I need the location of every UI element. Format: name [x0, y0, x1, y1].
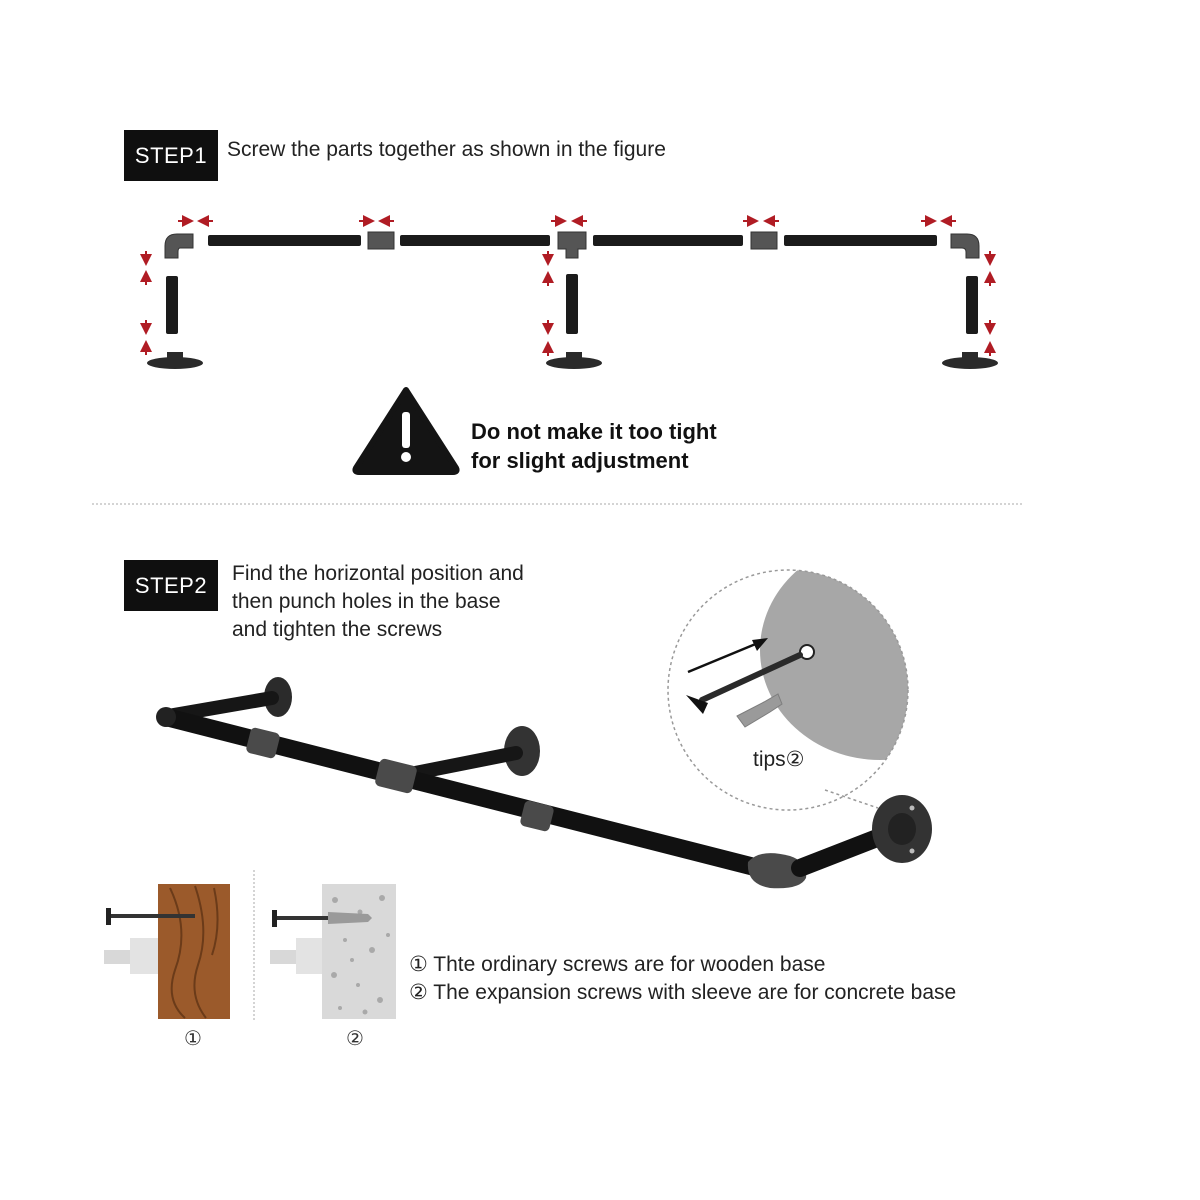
- tips-label: tips②: [753, 748, 805, 771]
- step2-instruction-line1: Find the horizontal position and: [232, 562, 524, 585]
- tee-fitting: [557, 231, 587, 259]
- horizontal-pipe-row: [164, 231, 980, 259]
- flange-middle: [546, 357, 602, 369]
- pipe-4: [784, 235, 937, 246]
- rack-tee: [375, 758, 417, 794]
- left-elbow: [164, 233, 194, 259]
- pipe-1: [208, 235, 361, 246]
- wood-block: [158, 884, 230, 1019]
- note-concrete-base: ② The expansion screws with sleeve are f…: [409, 981, 957, 1004]
- concrete-block: [322, 884, 396, 1019]
- warning-line2: for slight adjustment: [471, 448, 689, 473]
- wood-base-illustration: [104, 884, 230, 1019]
- rack-pipes: [156, 677, 932, 889]
- anchor-sleeve-icon: [736, 693, 783, 728]
- warning-line1: Do not make it too tight: [471, 419, 717, 444]
- concrete-base-illustration: [270, 884, 396, 1019]
- rack-elbow: [747, 853, 807, 889]
- direction-arrow-icon: [687, 638, 768, 674]
- tips-callout: [667, 569, 909, 811]
- flange-left: [147, 357, 203, 369]
- section-divider: [92, 503, 1022, 505]
- coupling-1: [367, 231, 395, 250]
- leg-left: [166, 276, 178, 334]
- flange-right: [942, 357, 998, 369]
- tighten-arrows: [140, 215, 996, 356]
- wall-surface: [760, 570, 908, 760]
- note-wooden-base: ① Thte ordinary screws are for wooden ba…: [409, 953, 826, 976]
- pipe-2: [400, 235, 550, 246]
- wood-base-label: ①: [184, 1028, 202, 1050]
- pipe-3: [593, 235, 743, 246]
- coupling-2: [750, 231, 778, 250]
- base-type-divider: [253, 870, 255, 1020]
- step2-badge: STEP2: [124, 560, 218, 611]
- vertical-legs: [147, 274, 998, 369]
- rack-coupling-2: [520, 800, 554, 832]
- warning-triangle-icon: [352, 387, 460, 475]
- step1-instruction: Screw the parts together as shown in the…: [227, 138, 666, 161]
- step2-instruction-line3: and tighten the screws: [232, 618, 443, 641]
- step2-instruction-line2: then punch holes in the base: [232, 590, 501, 613]
- screw-icon: [686, 652, 803, 714]
- rack-coupling-1: [246, 727, 280, 759]
- step1-badge: STEP1: [124, 130, 218, 181]
- concrete-base-label: ②: [346, 1028, 364, 1050]
- right-elbow: [950, 233, 980, 259]
- leg-right: [966, 276, 978, 334]
- leg-middle: [566, 274, 578, 334]
